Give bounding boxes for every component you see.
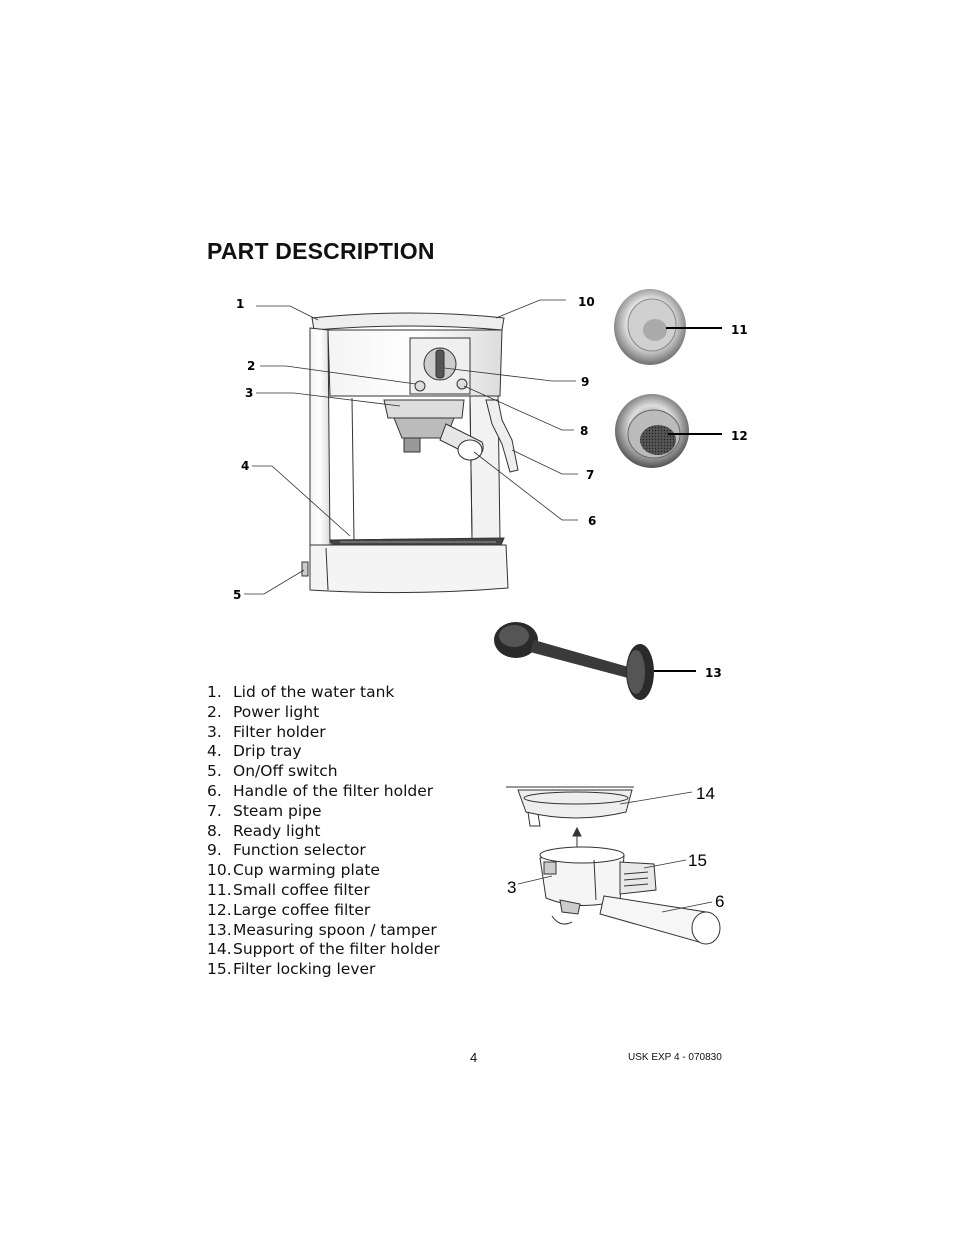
- list-item: 4.Drip tray: [207, 742, 302, 761]
- document-code: USK EXP 4 - 070830: [628, 1052, 722, 1063]
- filter-holder-assembly-diagram: 14 15 3 6: [506, 784, 724, 945]
- callout-3: 3: [245, 386, 253, 400]
- large-coffee-filter-image: 12: [615, 394, 748, 468]
- callout-6: 6: [588, 514, 596, 528]
- callout-9: 9: [581, 375, 589, 389]
- small-coffee-filter-image: 11: [614, 289, 748, 365]
- callout-1: 1: [236, 297, 244, 311]
- callout-3-assembly: 3: [507, 878, 516, 897]
- callout-8: 8: [580, 424, 588, 438]
- espresso-machine-diagram: 1 10 2 3 9 8 4 7 6 5: [233, 295, 596, 602]
- callout-10: 10: [578, 295, 595, 309]
- list-item: 10.Cup warming plate: [207, 861, 380, 880]
- list-item: 14.Support of the filter holder: [207, 940, 440, 959]
- measuring-spoon-tamper-image: 13: [494, 622, 722, 700]
- list-item: 2.Power light: [207, 702, 320, 721]
- callout-5: 5: [233, 588, 241, 602]
- callout-14: 14: [696, 784, 715, 803]
- callout-15: 15: [688, 851, 707, 870]
- callout-6-assembly: 6: [715, 892, 724, 911]
- list-item: 5.On/Off switch: [207, 762, 338, 781]
- callout-12: 12: [731, 429, 748, 443]
- list-item: 11.Small coffee filter: [207, 880, 370, 899]
- list-item: 1.Lid of the water tank: [207, 683, 395, 701]
- list-item: 12.Large coffee filter: [207, 900, 371, 919]
- callout-4: 4: [241, 459, 249, 473]
- callout-13: 13: [705, 666, 722, 680]
- list-item: 15.Filter locking lever: [207, 960, 376, 979]
- list-item: 9.Function selector: [207, 841, 366, 860]
- callout-2: 2: [247, 359, 255, 373]
- callout-11: 11: [731, 323, 748, 337]
- list-item: 13.Measuring spoon / tamper: [207, 920, 437, 939]
- parts-list: 1.Lid of the water tank 2.Power light 3.…: [207, 683, 440, 980]
- page-number: 4: [470, 1050, 478, 1065]
- list-item: 6.Handle of the filter holder: [207, 781, 434, 800]
- callout-7: 7: [586, 468, 594, 482]
- page-title: PART DESCRIPTION: [207, 238, 435, 264]
- list-item: 3.Filter holder: [207, 722, 326, 741]
- list-item: 7.Steam pipe: [207, 801, 322, 820]
- list-item: 8.Ready light: [207, 821, 321, 840]
